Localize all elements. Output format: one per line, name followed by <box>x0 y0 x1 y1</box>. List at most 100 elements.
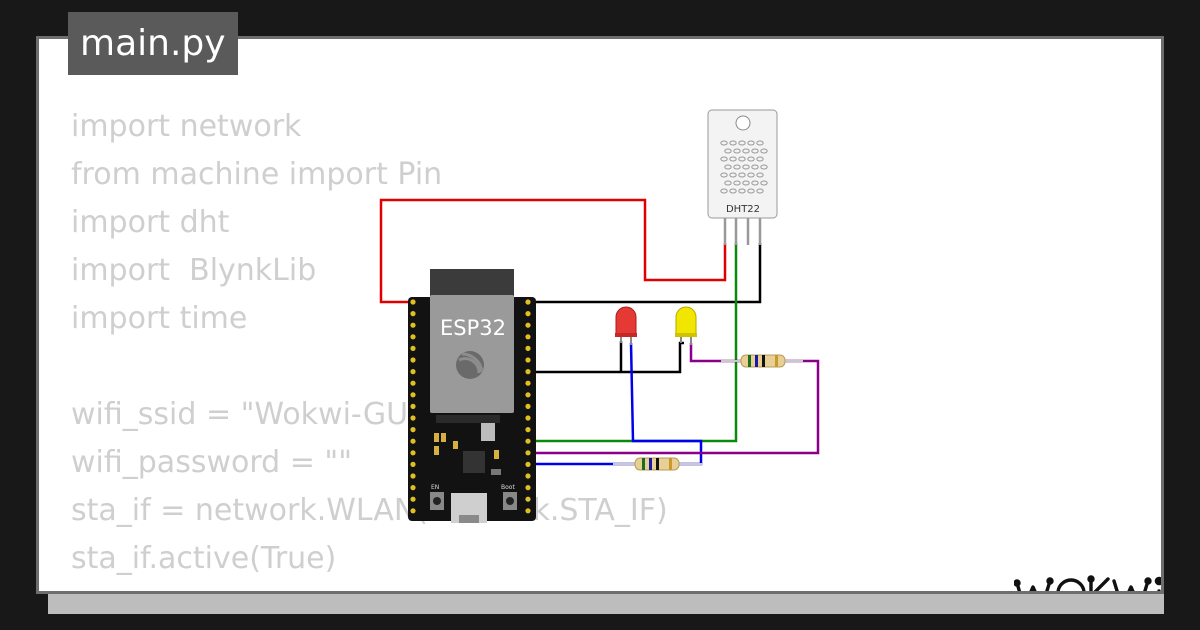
vent-hole <box>742 164 750 170</box>
header-pin[interactable] <box>410 322 416 328</box>
vent-hole <box>751 148 759 154</box>
vent-hole <box>720 172 728 178</box>
vent-hole <box>747 188 755 194</box>
code-line: wifi_password = "" <box>71 445 353 480</box>
board-pins <box>410 299 531 514</box>
espressif-logo-icon <box>456 351 484 379</box>
header-pin[interactable] <box>525 334 531 340</box>
header-pin[interactable] <box>525 508 531 514</box>
header-pin[interactable] <box>525 473 531 479</box>
header-pin[interactable] <box>410 496 416 502</box>
vent-hole <box>733 180 741 186</box>
board-label: ESP32 <box>440 316 506 340</box>
dht22-sensor[interactable]: DHT22 <box>707 109 778 245</box>
header-pin[interactable] <box>410 392 416 398</box>
code-line: import dht <box>71 205 230 240</box>
vent-hole <box>724 148 732 154</box>
vent-hole <box>756 172 764 178</box>
vent-hole <box>756 188 764 194</box>
file-tab[interactable]: main.py <box>68 12 238 75</box>
wokwi-logo <box>1013 567 1161 591</box>
header-pin[interactable] <box>525 427 531 433</box>
wire-red-led <box>528 342 703 466</box>
boot-button-label: Boot <box>501 484 515 491</box>
resistor-red-led <box>613 457 703 471</box>
sensor-vent-grid <box>720 140 768 194</box>
vent-hole <box>760 180 768 186</box>
header-pin[interactable] <box>525 485 531 491</box>
vent-hole <box>724 164 732 170</box>
code-line: import BlynkLib <box>71 253 317 288</box>
vent-hole <box>742 148 750 154</box>
vent-hole <box>720 156 728 162</box>
vent-hole <box>729 140 737 146</box>
esp32-board[interactable]: ESP32 EN <box>408 269 536 523</box>
code-line: import network <box>71 109 302 144</box>
vent-hole <box>738 140 746 146</box>
vent-hole <box>738 188 746 194</box>
header-pin[interactable] <box>410 380 416 386</box>
vent-hole <box>720 140 728 146</box>
header-pin[interactable] <box>410 369 416 375</box>
header-pin[interactable] <box>410 450 416 456</box>
vent-hole <box>733 164 741 170</box>
header-pin[interactable] <box>525 357 531 363</box>
project-preview-card: import network from machine import Pin imp… <box>36 36 1164 594</box>
header-pin[interactable] <box>410 299 416 305</box>
vent-hole <box>729 156 737 162</box>
header-pin[interactable] <box>525 496 531 502</box>
code-line: from machine import Pin <box>71 157 443 192</box>
header-pin[interactable] <box>410 461 416 467</box>
header-pin[interactable] <box>525 450 531 456</box>
en-button-label: EN <box>431 484 439 491</box>
header-pin[interactable] <box>410 345 416 351</box>
vent-hole <box>751 180 759 186</box>
header-pin[interactable] <box>410 311 416 317</box>
en-button[interactable]: EN <box>430 484 444 510</box>
header-pin[interactable] <box>410 485 416 491</box>
header-pin[interactable] <box>410 357 416 363</box>
led-red[interactable] <box>615 306 637 345</box>
header-pin[interactable] <box>525 299 531 305</box>
wire-ground-sensor <box>528 243 762 304</box>
code-line: import time <box>71 301 248 336</box>
vent-hole <box>738 172 746 178</box>
circuit-diagram: ESP32 EN <box>379 109 820 523</box>
header-pin[interactable] <box>525 311 531 317</box>
header-pin[interactable] <box>410 334 416 340</box>
led-yellow[interactable] <box>675 306 697 345</box>
header-pin[interactable] <box>525 392 531 398</box>
code-line: sta_if.active(True) <box>71 541 337 576</box>
wire-data-sensor <box>528 243 738 443</box>
header-pin[interactable] <box>525 415 531 421</box>
resistor-yellow-led <box>721 354 803 368</box>
vent-hole <box>756 156 764 162</box>
card-shadow <box>48 594 1164 614</box>
header-pin[interactable] <box>525 438 531 444</box>
wire-ground-leds <box>528 341 684 374</box>
vent-hole <box>751 164 759 170</box>
sensor-label: DHT22 <box>726 204 760 215</box>
code-line: sta_if.connect(wifi_ssid, wifi_password) <box>71 583 668 591</box>
header-pin[interactable] <box>525 380 531 386</box>
header-pin[interactable] <box>525 345 531 351</box>
boot-button[interactable]: Boot <box>501 484 517 510</box>
vent-hole <box>747 156 755 162</box>
vent-hole <box>747 172 755 178</box>
vent-hole <box>742 180 750 186</box>
header-pin[interactable] <box>525 322 531 328</box>
header-pin[interactable] <box>525 461 531 467</box>
wire-yellow-led <box>528 343 820 455</box>
header-pin[interactable] <box>410 403 416 409</box>
header-pin[interactable] <box>410 508 416 514</box>
vent-hole <box>760 164 768 170</box>
header-pin[interactable] <box>410 415 416 421</box>
header-pin[interactable] <box>525 369 531 375</box>
header-pin[interactable] <box>410 473 416 479</box>
vent-hole <box>724 180 732 186</box>
header-pin[interactable] <box>410 427 416 433</box>
vent-hole <box>733 148 741 154</box>
header-pin[interactable] <box>525 403 531 409</box>
header-pin[interactable] <box>410 438 416 444</box>
vent-hole <box>720 188 728 194</box>
